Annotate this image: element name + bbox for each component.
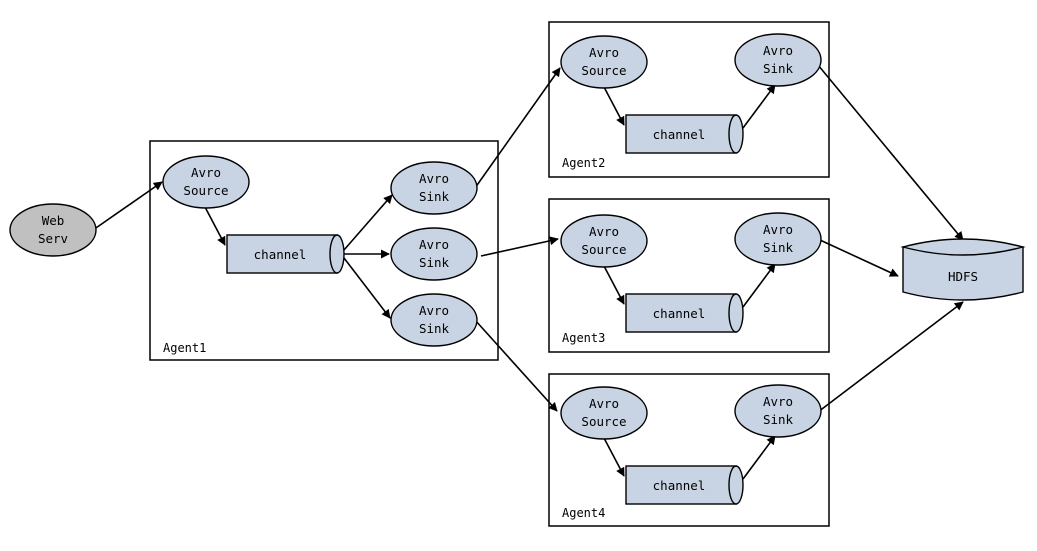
agent3-sink-node: Avro Sink [734, 212, 822, 266]
agent1-source-node: Avro Source [162, 155, 250, 209]
edge-agent1-channel-to-sink1 [343, 194, 393, 251]
agent1-source-label-line1: Avro [191, 165, 221, 180]
agent1-source-label-line2: Source [183, 183, 228, 198]
edge-web-to-agent1-source [92, 181, 163, 231]
agent1-channel-label: channel [254, 247, 307, 262]
agent1-sink2-node: Avro Sink [390, 227, 478, 281]
edges [92, 64, 964, 480]
agent2-sink-node: Avro Sink [734, 33, 822, 87]
agent4-sink-label-line2: Sink [763, 412, 794, 427]
hdfs-storage-node: HDFS [900, 238, 1026, 301]
agent1-sink1-label-line1: Avro [419, 171, 449, 186]
hdfs-label: HDFS [948, 269, 978, 284]
agent1-sink1-node: Avro Sink [390, 161, 478, 215]
agent3-channel-node: channel [625, 293, 744, 333]
agent2-source-label-line2: Source [581, 63, 626, 78]
agent1-sink3-label-line2: Sink [419, 321, 450, 336]
edge-agent3-source-to-channel [603, 265, 625, 305]
edge-agent2-source-to-channel [603, 86, 625, 126]
agent3-source-label-line1: Avro [589, 224, 619, 239]
agent1-sink2-label-line1: Avro [419, 237, 449, 252]
agent4-channel-label: channel [653, 478, 706, 493]
agent2-label: Agent2 [562, 156, 605, 170]
agent1-sink3-label-line1: Avro [419, 303, 449, 318]
edge-agent1-source-to-channel [204, 206, 226, 246]
edge-agent4-sink-to-hdfs [817, 301, 964, 413]
agent1-label: Agent1 [163, 341, 206, 355]
edge-agent1-channel-to-sink3 [343, 257, 391, 319]
web-server-label-line2: Serv [38, 231, 68, 246]
agent1-sink2-label-line2: Sink [419, 255, 450, 270]
agent2-sink-label-line2: Sink [763, 61, 794, 76]
agent2-channel-label: channel [653, 127, 706, 142]
agent1-sink1-label-line2: Sink [419, 189, 450, 204]
agent3-channel-label: channel [653, 306, 706, 321]
agent3-sink-label-line1: Avro [763, 222, 793, 237]
agent4-source-node: Avro Source [560, 386, 648, 440]
agent2-source-node: Avro Source [560, 35, 648, 89]
edge-agent4-source-to-channel [603, 437, 625, 477]
agent3-source-label-line2: Source [581, 242, 626, 257]
agent3-sink-label-line2: Sink [763, 240, 794, 255]
agent2-source-label-line1: Avro [589, 45, 619, 60]
agent2-sink-label-line1: Avro [763, 43, 793, 58]
edge-agent2-sink-to-hdfs [817, 64, 964, 241]
agent1-channel-node: channel [226, 234, 345, 274]
agent4-sink-node: Avro Sink [734, 384, 822, 438]
agent2-channel-node: channel [625, 114, 744, 154]
agent4-channel-node: channel [625, 465, 744, 505]
edge-agent3-channel-to-sink [742, 263, 776, 308]
agent3-label: Agent3 [562, 331, 605, 345]
agent3-source-node: Avro Source [560, 214, 648, 268]
edge-agent4-channel-to-sink [742, 435, 776, 480]
edge-agent3-sink-to-hdfs [819, 239, 899, 277]
edge-agent2-channel-to-sink [742, 84, 776, 129]
edge-agent1-sink3-to-agent4-source [474, 319, 558, 412]
edge-agent1-sink1-to-agent2-source [474, 67, 561, 189]
edge-agent1-sink2-to-agent3-source [480, 236, 559, 257]
agent1-sink3-node: Avro Sink [390, 293, 478, 347]
agent4-source-label-line2: Source [581, 414, 626, 429]
agent4-sink-label-line1: Avro [763, 394, 793, 409]
agent4-source-label-line1: Avro [589, 396, 619, 411]
web-server-node: Web Serv [9, 203, 97, 257]
web-server-label-line1: Web [42, 213, 65, 228]
agent4-label: Agent4 [562, 506, 605, 520]
